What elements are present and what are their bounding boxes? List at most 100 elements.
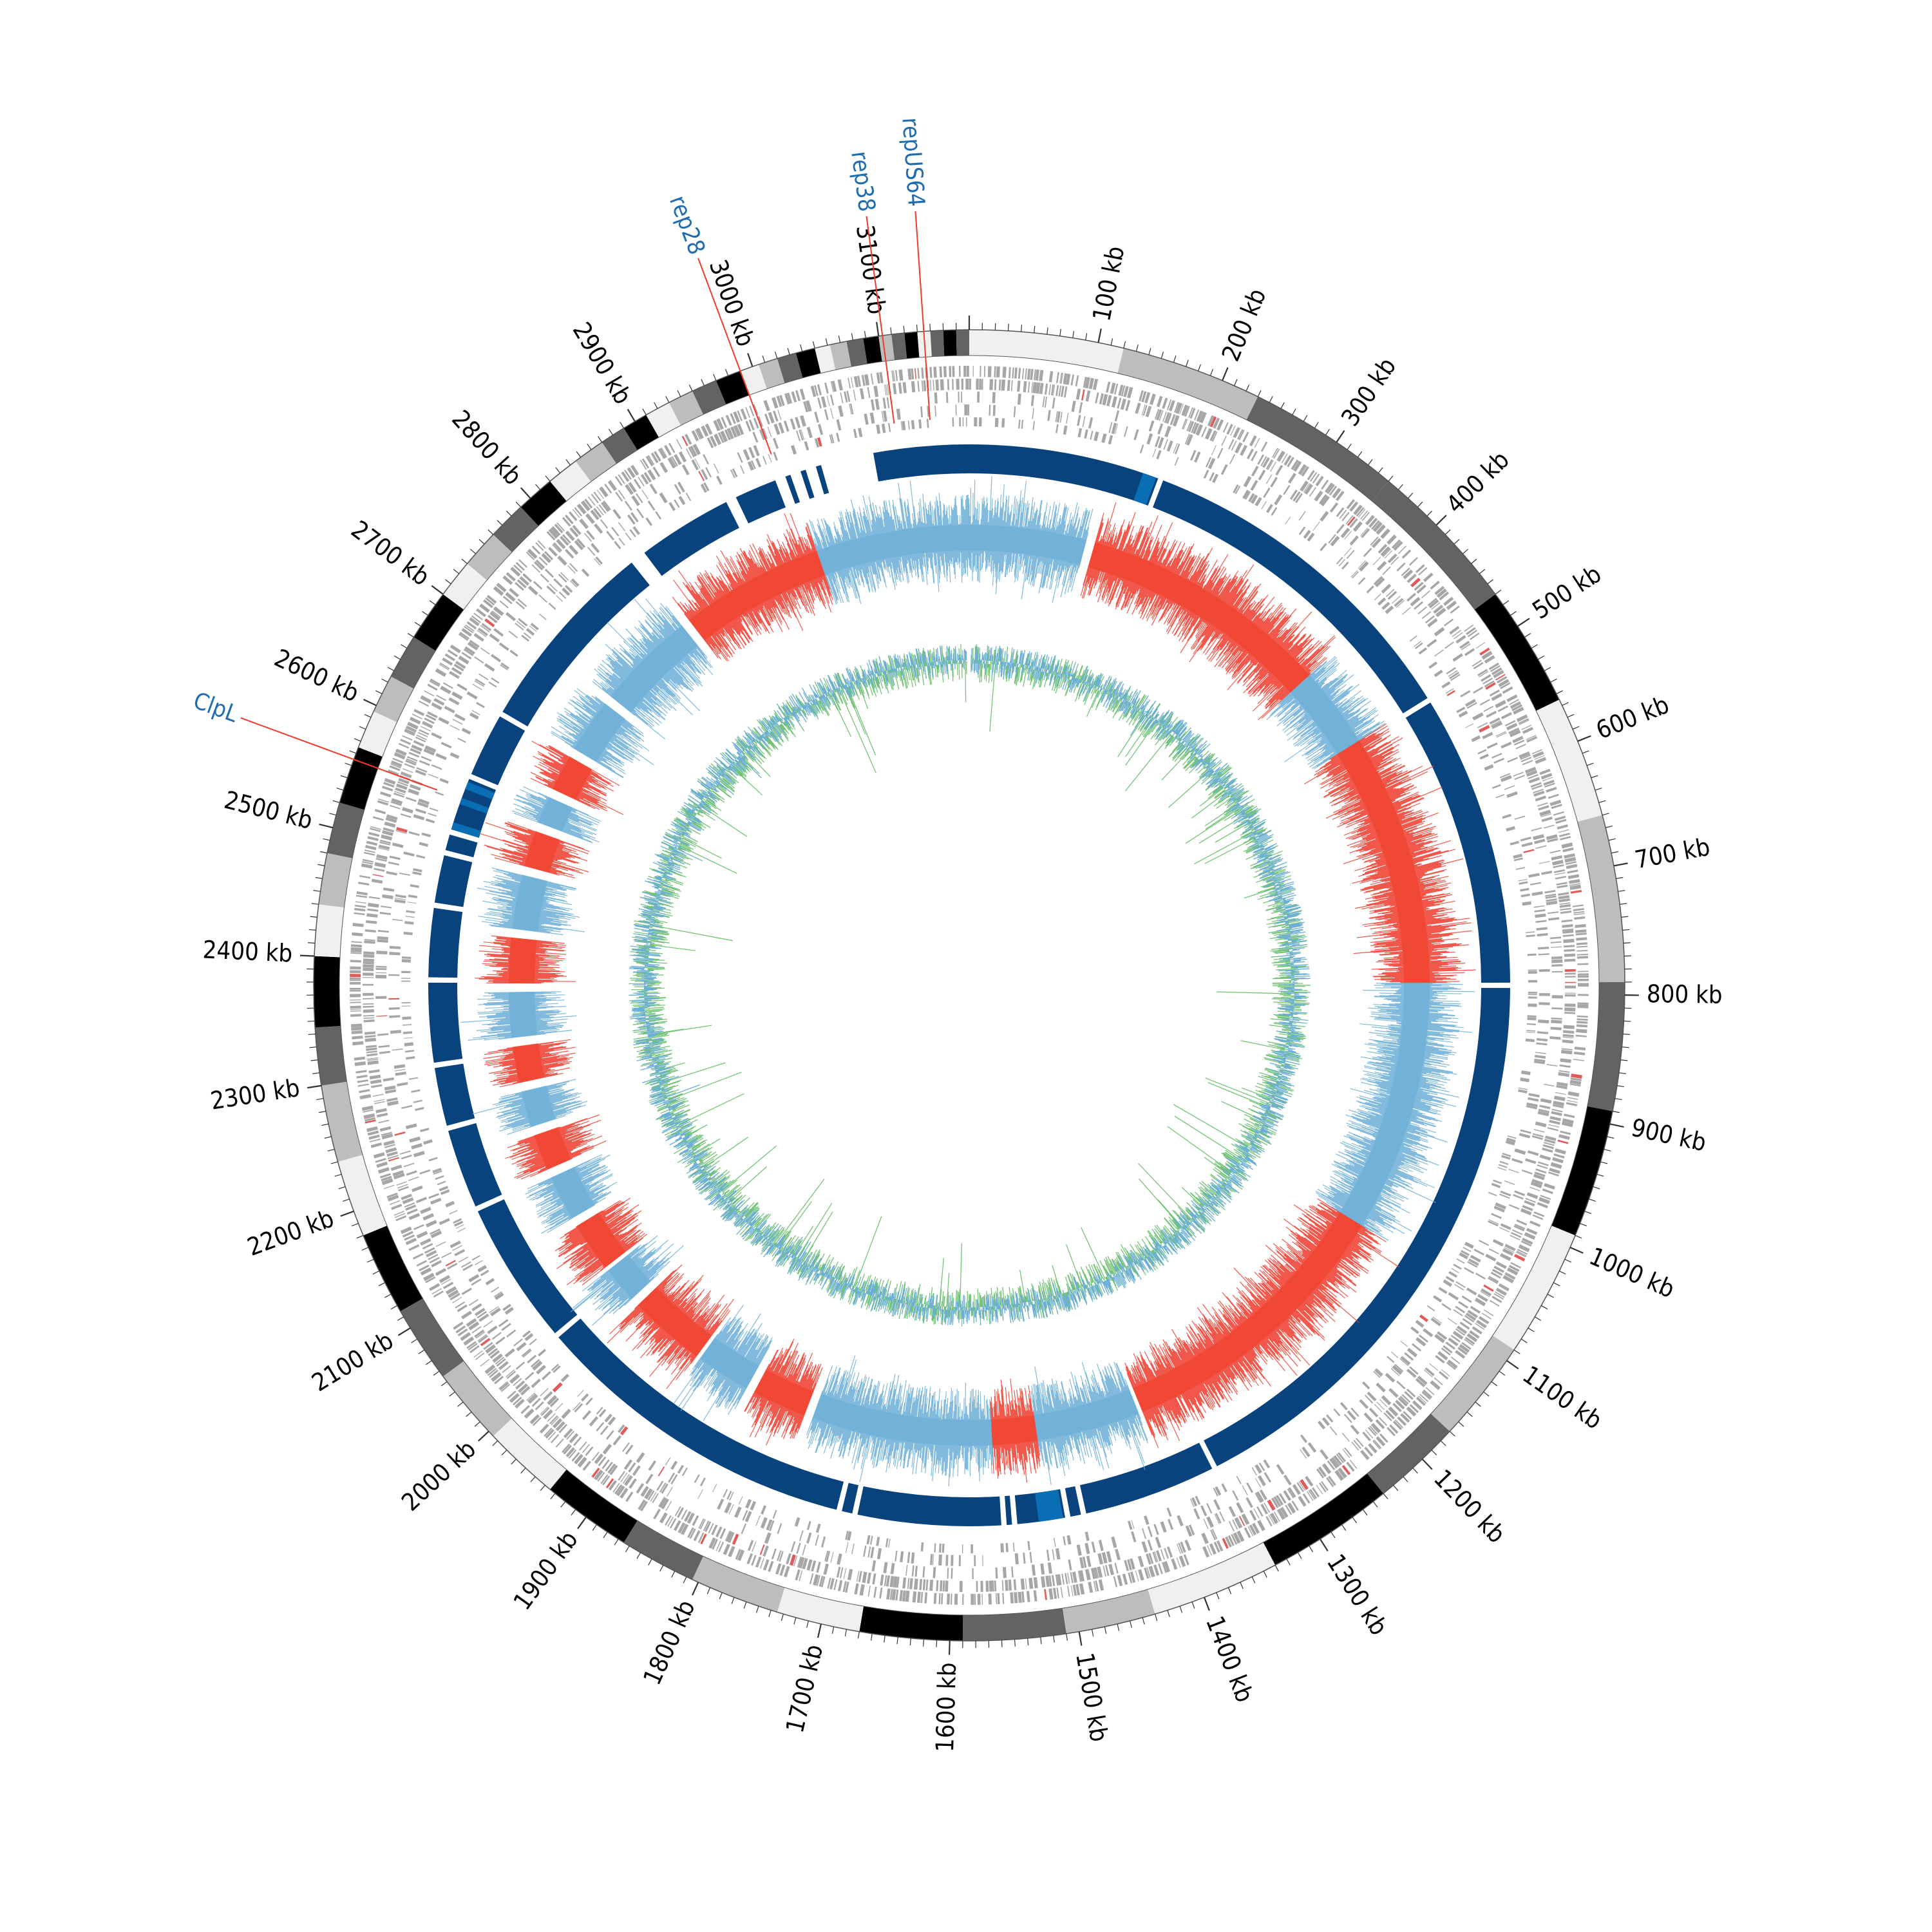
cds-feature — [1148, 420, 1155, 432]
cds-feature — [596, 506, 604, 516]
cds-feature — [869, 412, 875, 424]
blast-segment — [448, 1122, 502, 1207]
cds-feature — [515, 562, 526, 571]
cds-feature — [1559, 1064, 1571, 1068]
cds-feature — [1483, 705, 1494, 712]
cds-feature — [1388, 1406, 1399, 1417]
minor-tick — [654, 402, 658, 409]
cds-feature — [502, 1365, 511, 1374]
cds-feature — [1258, 469, 1266, 480]
blast-segment — [434, 855, 473, 907]
cds-feature — [1142, 1528, 1146, 1539]
cds-feature — [408, 1077, 419, 1080]
cds-feature — [401, 959, 411, 963]
cds-feature — [819, 1575, 824, 1587]
cds-feature — [714, 433, 722, 446]
cds-feature — [1519, 751, 1531, 759]
contig-segment — [815, 345, 836, 374]
cds-feature — [468, 1321, 480, 1331]
cds-feature — [942, 1544, 945, 1553]
minor-tick — [1314, 422, 1319, 429]
cds-feature — [854, 1583, 859, 1595]
tick-label: 1000 kb — [1586, 1242, 1679, 1303]
cds-feature — [961, 392, 963, 403]
cds-feature — [605, 1461, 613, 1472]
major-tick — [1577, 735, 1591, 742]
cds-feature — [379, 1173, 392, 1179]
cds-feature — [1573, 913, 1585, 916]
cds-feature — [390, 800, 402, 806]
tick-label: 1800 kb — [638, 1596, 701, 1689]
cds-feature — [1485, 682, 1496, 690]
cds-feature — [1158, 1563, 1163, 1575]
cds-feature — [895, 1550, 898, 1562]
blast-segment — [800, 469, 815, 499]
cds-feature — [1228, 439, 1235, 450]
minor-tick — [1602, 813, 1609, 816]
cds-feature — [393, 1211, 404, 1216]
cds-feature — [1409, 1366, 1419, 1375]
minor-tick — [461, 558, 468, 564]
major-tick — [692, 1582, 699, 1596]
cds-feature — [1376, 524, 1386, 535]
minor-tick — [1240, 1582, 1244, 1589]
cds-feature — [1385, 1372, 1396, 1383]
cds-feature — [352, 932, 363, 936]
cds-feature — [1067, 1573, 1070, 1584]
cds-feature — [1530, 882, 1542, 886]
cds-feature — [1031, 1564, 1036, 1576]
cds-feature — [1540, 773, 1553, 780]
cds-feature — [1537, 802, 1548, 807]
cds-feature — [1528, 774, 1539, 780]
cds-feature — [551, 526, 561, 536]
cds-feature — [1052, 1549, 1055, 1560]
cds-feature — [1427, 618, 1438, 628]
cds-feature — [430, 1230, 442, 1238]
cds-feature — [1497, 1167, 1507, 1171]
cds-feature — [455, 661, 466, 669]
cds-feature — [548, 547, 558, 557]
minor-tick — [936, 1640, 938, 1647]
contig-segment — [493, 1418, 567, 1490]
cds-feature — [907, 1578, 910, 1589]
cds-feature — [945, 1555, 949, 1566]
cds-feature — [441, 1252, 452, 1258]
cds-feature — [1291, 1501, 1299, 1511]
cds-feature — [630, 512, 639, 523]
cds-feature — [1174, 457, 1179, 466]
cds-feature — [1139, 444, 1144, 454]
cds-feature — [1095, 1580, 1099, 1592]
cds-feature — [439, 663, 450, 670]
cds-feature — [645, 1473, 654, 1484]
cds-feature — [668, 442, 676, 453]
minor-tick — [1558, 1271, 1566, 1274]
cds-feature — [412, 871, 422, 876]
cds-feature — [623, 1459, 633, 1470]
cds-feature — [1231, 1533, 1238, 1545]
cds-feature — [496, 1358, 506, 1367]
cds-feature — [853, 428, 857, 439]
cds-feature — [1535, 795, 1546, 802]
cds-feature — [1260, 1503, 1269, 1515]
cds-feature — [920, 1592, 922, 1604]
cds-feature — [1375, 1419, 1385, 1429]
cds-feature — [745, 407, 750, 418]
cds-feature — [797, 1557, 802, 1567]
cds-feature — [386, 814, 398, 820]
cds-feature — [471, 1326, 482, 1334]
cds-feature — [1412, 1400, 1423, 1410]
cds-feature — [890, 1562, 895, 1575]
cds-feature — [1464, 699, 1476, 707]
cds-feature — [1010, 1592, 1014, 1604]
cds-feature — [1360, 1450, 1370, 1461]
cds-feature — [1141, 391, 1147, 402]
cds-feature — [1387, 553, 1397, 564]
cds-feature — [1549, 1036, 1561, 1040]
cds-feature — [701, 425, 709, 437]
cds-feature — [1526, 931, 1535, 934]
cds-feature — [678, 496, 686, 506]
cds-feature — [961, 1544, 963, 1553]
cds-feature — [687, 1527, 694, 1538]
major-tick — [1609, 1123, 1624, 1128]
cds-feature — [1075, 1584, 1081, 1596]
